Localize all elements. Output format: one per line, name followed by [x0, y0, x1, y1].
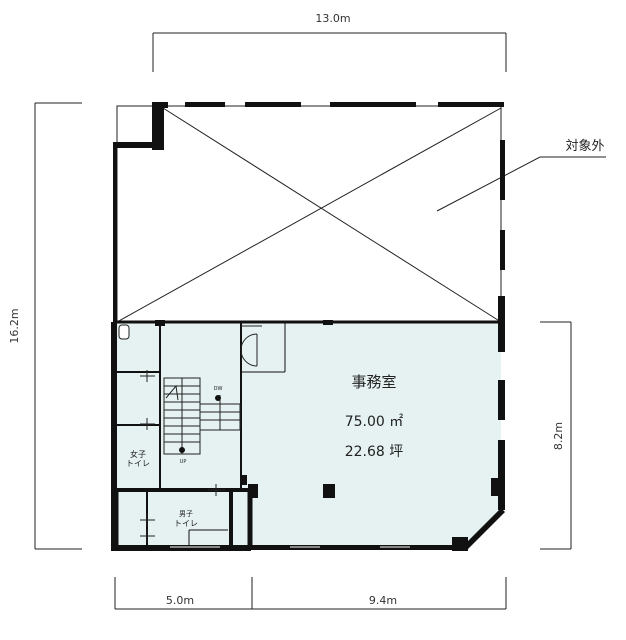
dimension-left-label: 16.2m [8, 308, 21, 343]
dimension-top [152, 32, 507, 72]
double-door [240, 325, 262, 367]
stair-down-dot [215, 395, 221, 401]
door-marks [140, 370, 225, 542]
dimension-bottom-left-label: 5.0m [166, 594, 194, 607]
dimension-top-label: 13.0m [315, 12, 350, 25]
stair-up-dot [179, 447, 185, 453]
mens-toilet-label-1: 男子 [179, 510, 193, 518]
outer-walls [111, 102, 505, 551]
columns [155, 320, 335, 498]
dimension-left [34, 102, 82, 550]
dimension-right [540, 321, 572, 550]
excluded-label: 対象外 [565, 139, 604, 154]
womens-toilet-label-2: トイレ [126, 459, 150, 468]
dimension-bottom [114, 577, 507, 610]
excluded-cross [116, 107, 502, 323]
office-area-sqm: 75.00 ㎡ [345, 414, 404, 430]
excluded-leader [436, 156, 606, 212]
staircase [163, 377, 241, 455]
stair-down-label: DW [214, 386, 223, 392]
stair-up-label: UP [180, 459, 187, 465]
mens-toilet-label-2: トイレ [174, 519, 198, 528]
sink-fixture [118, 324, 130, 340]
dimension-right-label: 8.2m [552, 422, 565, 450]
dimension-bottom-right-label: 9.4m [369, 594, 397, 607]
womens-toilet-label-1: 女子 [130, 449, 146, 459]
office-area-tsubo: 22.68 坪 [345, 444, 404, 460]
office-label: 事務室 [351, 373, 396, 391]
